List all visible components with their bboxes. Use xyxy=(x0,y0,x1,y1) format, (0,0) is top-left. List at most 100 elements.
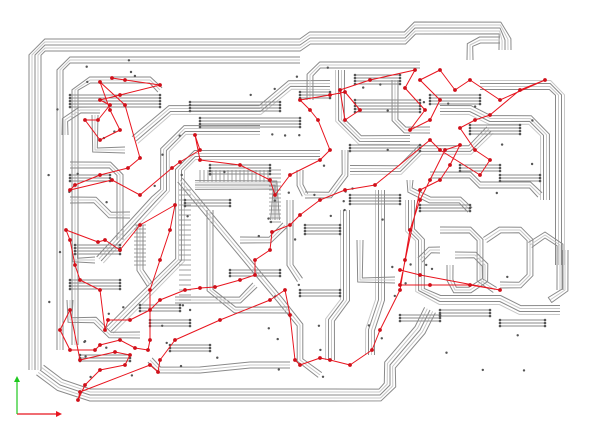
pcb-pad xyxy=(338,288,342,292)
pcb-trace xyxy=(289,200,301,281)
pcb-trace xyxy=(305,150,346,196)
pcb-pad xyxy=(178,309,182,313)
toolpath-point xyxy=(78,278,82,282)
pcb-trace xyxy=(547,249,563,301)
pcb-traces-layer xyxy=(28,21,569,402)
y-axis-arrowhead xyxy=(14,376,20,382)
pcb-trace xyxy=(408,200,560,312)
pcb-pad xyxy=(76,172,79,175)
pcb-pad xyxy=(267,327,270,330)
toolpath-point xyxy=(268,298,272,302)
pcb-trace xyxy=(466,36,500,61)
pcb-pad xyxy=(398,76,402,80)
toolpath-point xyxy=(118,128,122,132)
pcb-pad xyxy=(438,314,442,318)
pcb-trace xyxy=(417,246,441,259)
toolpath-point xyxy=(348,363,352,367)
toolpath-point xyxy=(398,288,402,292)
pcb-pad xyxy=(208,163,212,167)
pcb-pad xyxy=(445,351,448,354)
toolpath-point xyxy=(398,283,402,287)
pcb-trace xyxy=(349,126,488,167)
pcb-trace xyxy=(529,234,561,290)
pcb-trace xyxy=(486,232,528,283)
toolpath-point xyxy=(288,223,292,227)
pcb-trace xyxy=(37,311,434,399)
pcb-trace xyxy=(356,239,396,284)
toolpath-point xyxy=(238,278,242,282)
pcb-trace xyxy=(304,149,343,193)
pcb-pad xyxy=(495,191,498,195)
toolpath-point xyxy=(78,358,82,362)
pcb-trace xyxy=(179,179,321,376)
toolpath-point xyxy=(473,148,477,152)
toolpath-point xyxy=(148,363,152,367)
pcb-pad xyxy=(273,199,277,202)
pcb-trace xyxy=(71,299,141,333)
pcb-trace xyxy=(175,284,256,301)
pcb-pad xyxy=(498,324,502,328)
pcb-trace xyxy=(36,312,436,402)
pcb-pad xyxy=(488,311,492,315)
pcb-trace xyxy=(206,209,291,314)
pcb-pad xyxy=(268,163,272,167)
pcb-trace xyxy=(91,114,126,154)
pcb-pad xyxy=(478,96,482,100)
pcb-pad xyxy=(418,143,422,147)
pcb-trace xyxy=(69,196,131,213)
pcb-trace xyxy=(240,224,286,241)
toolpath-point xyxy=(418,78,422,82)
toolpath-point xyxy=(318,158,322,162)
pcb-pad xyxy=(342,200,345,203)
toolpath-point xyxy=(343,90,347,94)
pcb-trace xyxy=(239,222,284,238)
pcb-pad xyxy=(68,173,72,177)
pcb-pad xyxy=(458,163,462,167)
toolpath-point xyxy=(398,268,402,272)
pcb-trace xyxy=(296,169,303,197)
toolpath-point xyxy=(288,313,292,317)
pcb-pad xyxy=(223,170,226,174)
toolpath-point xyxy=(358,108,362,112)
pcb-trace xyxy=(174,282,254,298)
toolpath-point xyxy=(58,328,62,332)
pcb-pad xyxy=(298,119,302,123)
toolpath-point xyxy=(128,318,132,322)
toolpath-point xyxy=(468,78,472,82)
pcb-pad xyxy=(543,321,547,325)
pcb-pad xyxy=(68,278,72,282)
pcb-pad xyxy=(73,249,77,253)
pcb-pad xyxy=(58,250,62,254)
pcb-pad xyxy=(249,93,252,97)
toolpath-point xyxy=(168,228,172,232)
pcb-pad xyxy=(216,356,219,359)
toolpath-point xyxy=(298,98,302,102)
pcb-pad xyxy=(180,173,183,177)
toolpath-point xyxy=(193,133,197,137)
pcb-pad xyxy=(328,96,332,100)
pcb-pad xyxy=(518,129,522,133)
pcb-pad xyxy=(428,102,432,106)
toolpath-point xyxy=(198,158,202,162)
pcb-pad xyxy=(398,313,402,317)
pcb-trace xyxy=(397,79,431,128)
pcb-pad xyxy=(428,96,432,100)
pcb-pad xyxy=(278,100,282,104)
pcb-pad xyxy=(348,202,352,206)
pcb-trace xyxy=(59,59,300,350)
pcb-trace xyxy=(100,131,260,262)
pcb-trace xyxy=(411,200,560,309)
pcb-pad xyxy=(153,184,156,188)
pcb-pad xyxy=(398,199,402,203)
pcb-pad xyxy=(277,368,280,371)
pcb-pad xyxy=(468,126,472,130)
toolpath-point xyxy=(83,118,87,122)
toolpath-point xyxy=(110,76,114,80)
pcb-pad xyxy=(186,215,189,218)
pcb-pad xyxy=(418,209,422,213)
toolpath-point xyxy=(273,193,277,197)
pcb-trace xyxy=(446,251,489,294)
pcb-trace xyxy=(94,115,125,151)
